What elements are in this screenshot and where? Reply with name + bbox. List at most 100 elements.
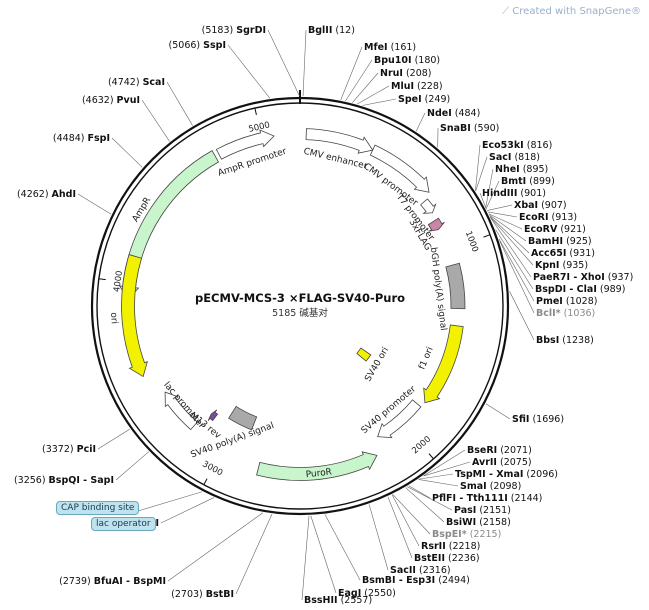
site-name: PvuI	[117, 95, 140, 106]
site-bstbi: (2703) BstBI	[171, 513, 273, 600]
site-label: BseRI (2071)	[467, 445, 532, 456]
feature-arrow	[420, 198, 437, 214]
feature-arrow	[445, 262, 466, 310]
site-leader	[352, 72, 379, 103]
site-label: PasI (2151)	[454, 505, 511, 516]
site-name: BmtI	[501, 176, 526, 187]
site-position: (2098)	[487, 481, 522, 492]
site-label: PaeR7I - XhoI (937)	[533, 272, 633, 283]
site-position: (3372)	[42, 444, 77, 455]
site-name: BspEI*	[432, 529, 467, 540]
site-leader	[475, 156, 488, 192]
site-name: ScaI	[143, 77, 165, 88]
site-position: (4262)	[17, 189, 52, 200]
site-leader	[227, 44, 271, 99]
site-ecori: EcoRI (913)	[487, 211, 577, 223]
site-leader	[499, 240, 535, 314]
site-position: (2096)	[523, 469, 558, 480]
site-acc65i: Acc65I (931)	[489, 215, 595, 259]
feature-label: f1 ori	[417, 346, 435, 372]
site-name: BspQI - SapI	[49, 475, 114, 486]
site-name: KpnI	[535, 260, 559, 271]
site-pcii: (3372) PciI	[42, 428, 131, 455]
site-position: (4632)	[82, 95, 117, 106]
feature-arrow	[427, 217, 445, 232]
site-leader	[387, 496, 413, 559]
site-bsmbi-esp3i: BsmBI - Esp3I (2494)	[324, 514, 470, 586]
site-leader	[115, 451, 149, 481]
site-position: (1238)	[559, 335, 594, 346]
site-leader	[77, 193, 112, 215]
site-leader	[391, 494, 420, 547]
feature-puror: PuroR	[256, 451, 378, 481]
feature-label: SV40 ori	[363, 346, 391, 384]
site-bspdi-clai: BspDI - ClaI (989)	[495, 229, 625, 295]
site-leader	[166, 81, 193, 126]
site-label: Bpu10I (180)	[374, 55, 440, 66]
site-bpu10i: Bpu10I (180)	[345, 55, 440, 102]
site-label: BstEII (2236)	[414, 553, 480, 564]
site-leader	[487, 211, 518, 218]
site-name: FspI	[88, 133, 110, 144]
site-name: RsrII	[421, 541, 446, 552]
site-label: NruI (208)	[380, 68, 432, 79]
site-leader	[137, 491, 203, 512]
feature-sv40-poly-a-signal: SV40 poly(A) signal	[189, 405, 275, 460]
site-position: (895)	[520, 164, 549, 175]
site-leader	[357, 85, 390, 105]
site-position: (937)	[605, 272, 634, 283]
site-label: SnaBI (590)	[440, 123, 499, 134]
site-leader	[160, 497, 215, 524]
site-name: EcoRI	[519, 212, 549, 223]
site-name: MluI	[391, 81, 414, 92]
site-name: BstBI	[206, 589, 234, 600]
site-name: NdeI	[427, 108, 452, 119]
site-sspi: (5066) SspI	[169, 40, 271, 99]
lac-operator-tag[interactable]: lac operator	[91, 517, 156, 531]
site-leader	[362, 98, 397, 106]
site-nrui: NruI (208)	[352, 68, 432, 103]
site-leader	[485, 168, 494, 208]
site-label: SacI (818)	[489, 152, 540, 163]
site-name: BseRI	[467, 445, 497, 456]
site-fspi: (4484) FspI	[53, 133, 143, 168]
site-bspei: BspEI* (2215)	[392, 494, 501, 540]
site-leader	[489, 216, 534, 266]
site-bspqi-sapi: (3256) BspQI - SapI	[14, 451, 149, 486]
site-smai: SmaI (2098)	[418, 479, 521, 492]
site-mlui: MluI (228)	[357, 81, 443, 105]
site-position: (2236)	[445, 553, 480, 564]
site-label: EcoRI (913)	[519, 212, 577, 223]
site-leader	[479, 192, 487, 210]
site-bsshii: BssHII (2557)	[301, 515, 373, 606]
site-label: (4632) PvuI	[82, 95, 140, 106]
feature-label: PuroR	[305, 468, 332, 481]
site-label: (5066) SspI	[169, 40, 226, 51]
site-label: (4262) AhdI	[17, 189, 76, 200]
site-label: PmeI (1028)	[536, 296, 597, 307]
feature-arrow	[356, 347, 372, 362]
site-pflfi-tth111i: PflFI - Tth111I (2144)	[408, 485, 542, 504]
site-bsiwi: BsiWI (2158)	[405, 487, 511, 528]
site-name: BspDI - ClaI	[535, 284, 597, 295]
site-label: BspEI* (2215)	[432, 529, 501, 540]
site-eagi: EagI (2550)	[310, 515, 396, 599]
site-snabi: SnaBI (590)	[437, 123, 499, 148]
site-position: (4742)	[108, 77, 143, 88]
site-name: SspI	[203, 40, 226, 51]
site-paer7i-xhoi: PaeR7I - XhoI (937)	[490, 217, 633, 283]
tick-label: 3000	[200, 459, 224, 478]
site-leader	[509, 291, 535, 341]
site-label: AvrII (2075)	[472, 457, 532, 468]
site-position: (2557)	[338, 595, 373, 606]
site-label: (4742) ScaI	[108, 77, 165, 88]
site-bcli: BclI* (1036)	[499, 240, 595, 319]
site-name: BamHI	[528, 236, 563, 247]
site-position: (2739)	[59, 576, 94, 587]
cap-binding-site-tag[interactable]: CAP binding site	[56, 501, 140, 515]
site-pasi: PasI (2151)	[406, 486, 511, 516]
site-leader	[392, 494, 431, 535]
site-label: BsiWI (2158)	[446, 517, 511, 528]
site-spei: SpeI (249)	[362, 94, 450, 106]
site-position: (2550)	[361, 588, 396, 599]
